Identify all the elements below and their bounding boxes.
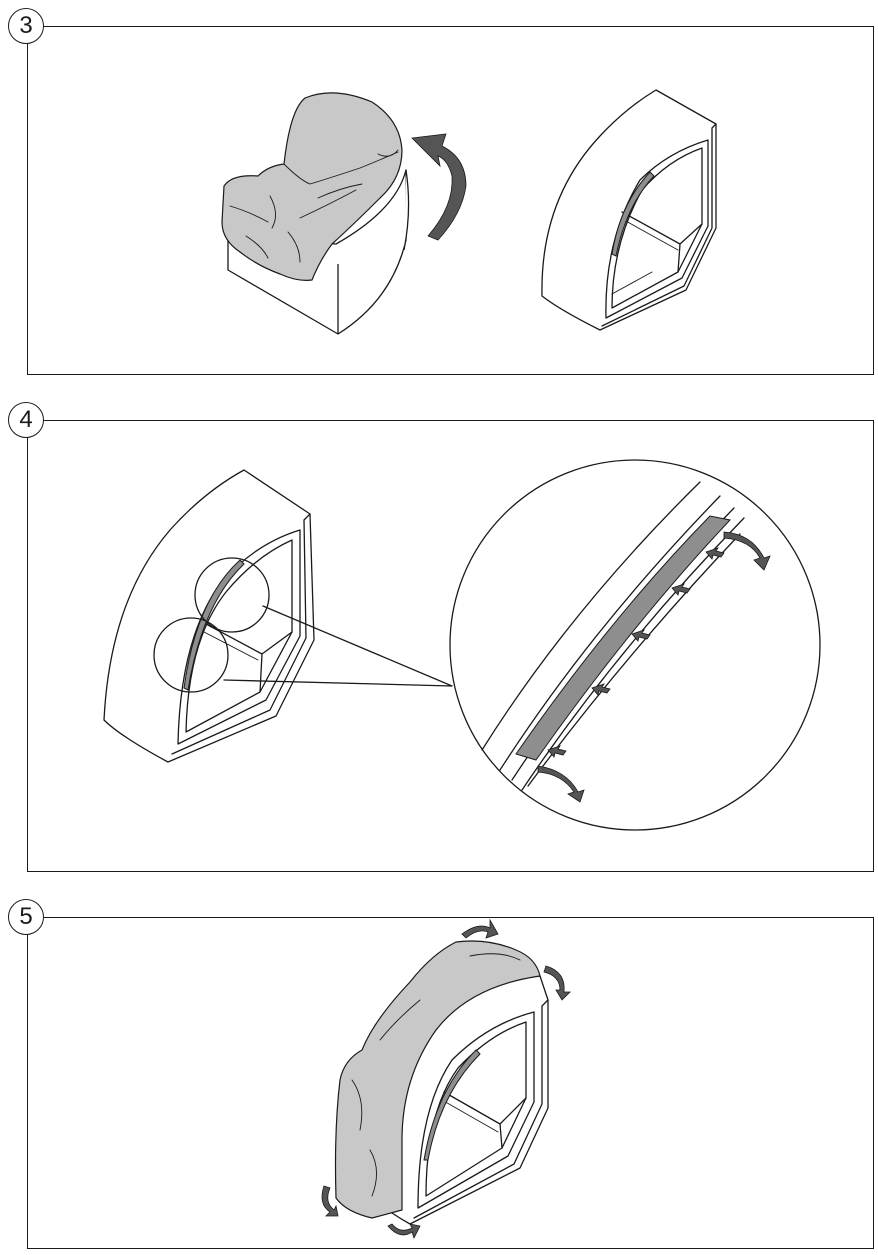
curved-arrow-icon xyxy=(462,920,498,938)
curved-arrow-icon xyxy=(388,1224,420,1238)
chair-frame-with-cover xyxy=(336,941,549,1224)
curved-arrow-icon xyxy=(544,966,570,1000)
